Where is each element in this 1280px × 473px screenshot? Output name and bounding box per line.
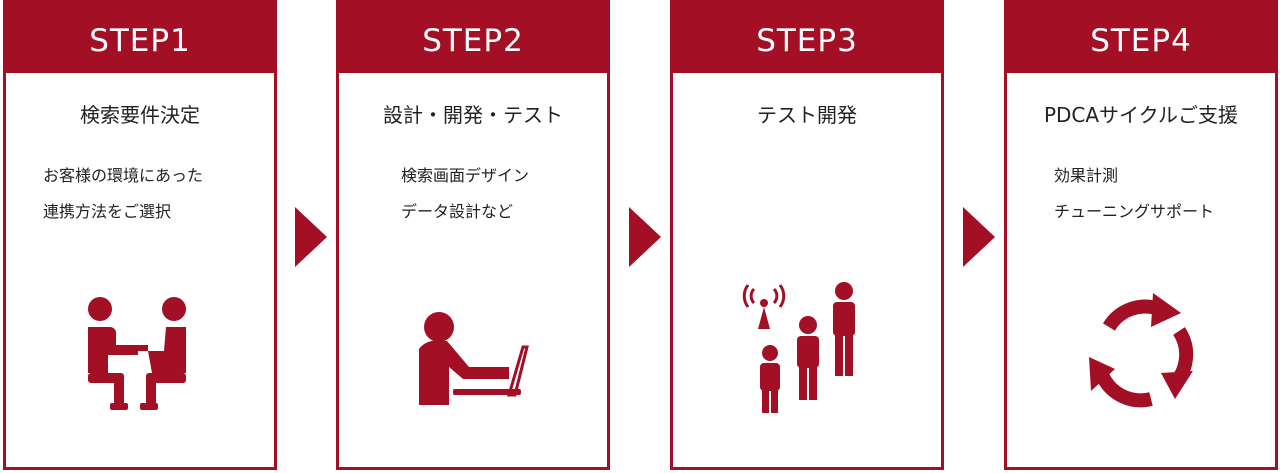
step-3-header: STEP3 [673, 0, 941, 73]
step-4-card: STEP4 PDCAサイクルご支援 効果計測 チューニングサポート [1004, 0, 1278, 470]
step-2-title: 設計・開発・テスト [383, 103, 563, 127]
step-2-header: STEP2 [339, 0, 607, 73]
step-1-title: 検索要件決定 [80, 103, 200, 127]
step-1-card: STEP1 検索要件決定 お客様の環境にあった 連携方法をご選択 [3, 0, 277, 470]
laptop-user-icon [339, 277, 607, 417]
step-4-item: チューニングサポート [1054, 202, 1215, 221]
step-2-item: データ設計など [401, 202, 514, 221]
step-4-header: STEP4 [1007, 0, 1275, 73]
arrow-right-icon [963, 207, 995, 267]
arrow-right-icon [295, 207, 327, 267]
step-3-card: STEP3 テスト開発 [670, 0, 944, 470]
step-3-title: テスト開発 [757, 103, 857, 127]
step-4-title: PDCAサイクルご支援 [1043, 103, 1239, 127]
step-4-list: 効果計測 チューニングサポート [1007, 158, 1275, 230]
step-2-list: 検索画面デザイン データ設計など [339, 158, 607, 230]
step-2-item: 検索画面デザイン [401, 166, 530, 185]
arrow-right-icon [629, 207, 661, 267]
step-1-item: お客様の環境にあった [43, 166, 204, 185]
step-1-header: STEP1 [6, 0, 274, 73]
cycle-icon [1007, 277, 1275, 417]
step-2-card: STEP2 設計・開発・テスト 検索画面デザイン データ設計など [336, 0, 610, 470]
broadcast-team-icon [673, 277, 941, 417]
meeting-icon [6, 277, 274, 417]
step-4-item: 効果計測 [1054, 166, 1119, 185]
step-1-list: お客様の環境にあった 連携方法をご選択 [6, 158, 274, 230]
step-1-item: 連携方法をご選択 [43, 202, 172, 221]
